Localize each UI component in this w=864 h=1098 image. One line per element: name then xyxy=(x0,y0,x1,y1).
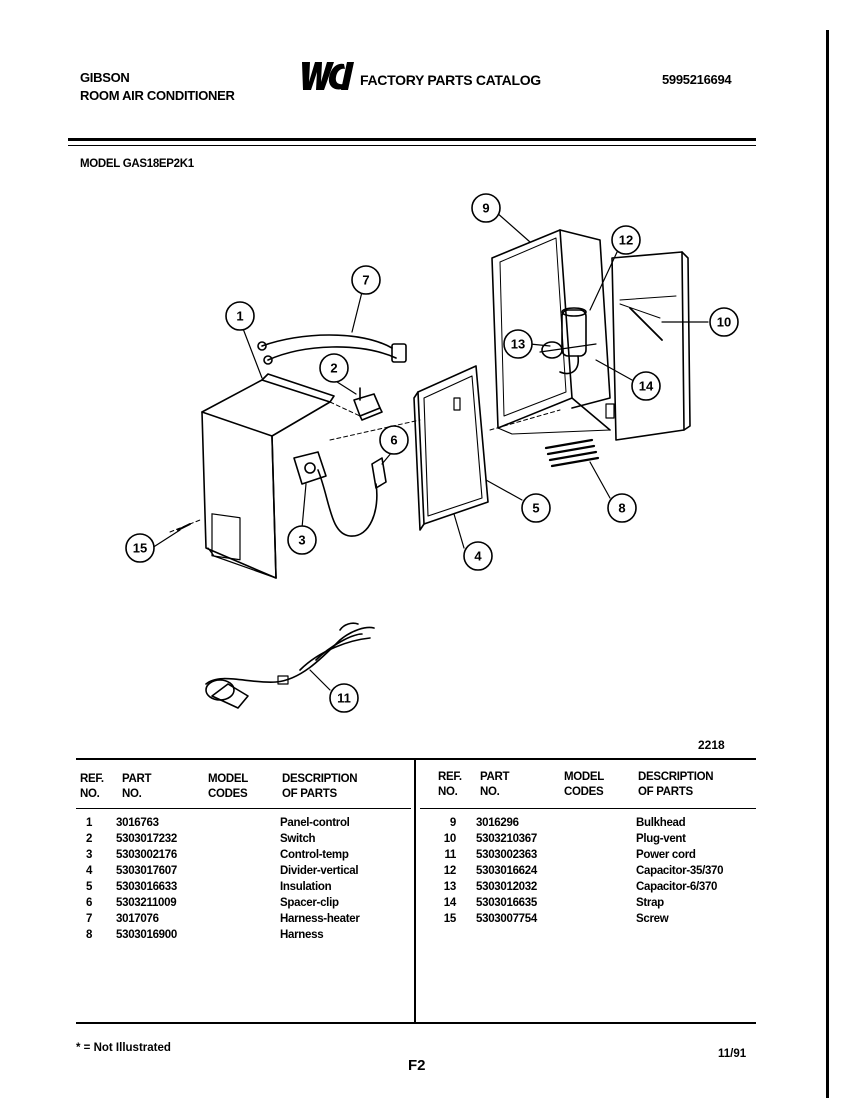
footnote: * = Not Illustrated xyxy=(76,1042,171,1054)
table-divider xyxy=(414,760,416,1022)
callout-label: 1 xyxy=(236,309,243,324)
callout-label: 9 xyxy=(482,201,489,216)
callout-label: 14 xyxy=(639,379,654,394)
callout-4 xyxy=(463,541,493,571)
callout-15 xyxy=(125,533,155,563)
callout-label: 11 xyxy=(337,691,351,706)
spacer-clip-drawing xyxy=(371,457,387,489)
callout-9 xyxy=(471,193,501,223)
wci-logo-icon xyxy=(302,62,354,90)
page-number: F2 xyxy=(408,1057,426,1074)
thermostat-drawing xyxy=(293,451,378,537)
callout-label: 4 xyxy=(474,549,482,564)
callout-1 xyxy=(225,301,255,331)
catalog-title: FACTORY PARTS CATALOG xyxy=(360,72,541,88)
callout-label: 2 xyxy=(330,361,337,376)
callout-12 xyxy=(611,225,641,255)
callout-14 xyxy=(631,371,661,401)
product-name: ROOM AIR CONDITIONER xyxy=(80,88,235,103)
header-ref: REF.NO. xyxy=(438,771,462,798)
callout-3 xyxy=(287,525,317,555)
callout-label: 8 xyxy=(618,501,625,516)
exploded-parts-diagram: 1 7 2 6 3 15 4 5 8 9 12 10 13 14 11 xyxy=(125,193,739,713)
harness-drawing xyxy=(544,438,600,468)
heater-harness-drawing xyxy=(257,334,407,365)
page-border xyxy=(826,30,829,1098)
callout-label: 6 xyxy=(390,433,397,448)
callout-label: 15 xyxy=(133,541,147,556)
power-cord-drawing xyxy=(205,622,375,709)
capacitor-drawing xyxy=(539,307,597,375)
header-rule-thin xyxy=(68,145,756,146)
catalog-number: 5995216694 xyxy=(662,72,732,87)
callout-10 xyxy=(709,307,739,337)
header-rule xyxy=(68,138,756,141)
table-top-rule xyxy=(76,758,756,760)
brand-name: GIBSON xyxy=(80,70,130,85)
callout-6 xyxy=(379,425,409,455)
bulkhead-drawing xyxy=(491,229,611,435)
callout-label: 10 xyxy=(717,315,731,330)
callout-label: 7 xyxy=(362,273,369,288)
callout-5 xyxy=(521,493,551,523)
callout-label: 5 xyxy=(532,501,539,516)
header-ref: REF.NO. xyxy=(80,773,104,800)
plug-vent-drawing xyxy=(605,251,691,441)
model-number: MODEL GAS18EP2K1 xyxy=(80,158,194,170)
callout-13 xyxy=(503,329,533,359)
callout-label: 12 xyxy=(619,233,633,248)
callout-11 xyxy=(329,683,359,713)
callout-label: 3 xyxy=(298,533,305,548)
table-header-rule xyxy=(76,808,411,809)
callout-8 xyxy=(607,493,637,523)
switch-drawing xyxy=(353,387,383,421)
diagram-code: 2218 xyxy=(698,738,725,752)
table-header-rule xyxy=(420,808,756,809)
table-bottom-rule xyxy=(76,1022,756,1024)
callout-7 xyxy=(351,265,381,295)
callout-label: 13 xyxy=(511,337,525,352)
divider-drawing xyxy=(413,365,489,531)
callout-2 xyxy=(319,353,349,383)
date-code: 11/91 xyxy=(718,1048,747,1060)
